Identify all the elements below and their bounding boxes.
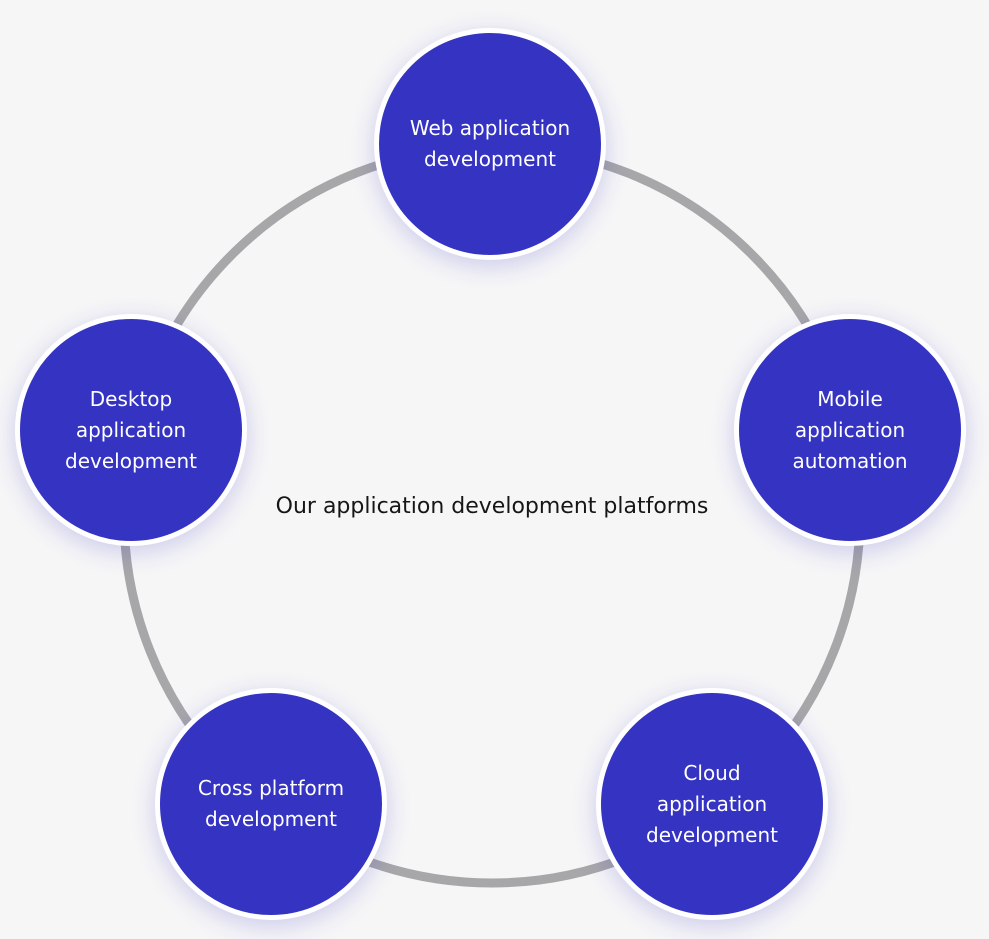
diagram-title: Our application development platforms [275, 494, 709, 519]
node-label: Desktop application development [65, 386, 197, 473]
node-label: Mobile application automation [792, 386, 908, 473]
node-label: Cloud application development [646, 760, 778, 847]
node-mobile-application-automation[interactable]: Mobile application automation [734, 314, 966, 546]
node-label: Web application development [409, 116, 571, 171]
node-cross-platform-development[interactable]: Cross platform development [155, 688, 387, 920]
node-web-application-development[interactable]: Web application development [374, 28, 606, 260]
node-cloud-application-development[interactable]: Cloud application development [596, 688, 828, 920]
node-desktop-application-development[interactable]: Desktop application development [15, 314, 247, 546]
node-label: Cross platform development [197, 776, 345, 831]
